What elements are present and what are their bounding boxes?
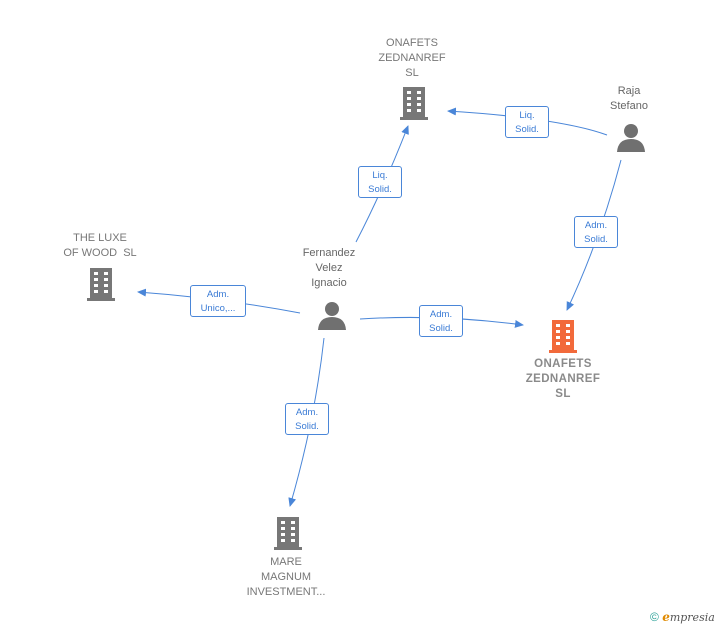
brand-initial: e: [662, 610, 670, 624]
edge-label-line: Adm.: [206, 289, 230, 300]
edge-label-line: Solid.: [429, 323, 453, 334]
edge-label-line: Solid.: [584, 234, 608, 245]
edge-label-line: Solid.: [295, 421, 319, 432]
node-label-mare-magnum[interactable]: MARE MAGNUM INVESTMENT...: [230, 555, 342, 600]
edge-label-raja-to-onafets-focus[interactable]: Adm. Solid.: [574, 216, 618, 248]
label-line: ONAFETS: [534, 358, 592, 370]
label-line: ZEDNANREF: [378, 52, 446, 64]
label-line: MARE: [270, 556, 302, 568]
edge-label-fernandez-to-mare[interactable]: Adm. Solid.: [285, 403, 329, 435]
copyright-symbol: ©: [650, 610, 659, 624]
label-line: MAGNUM: [260, 571, 312, 583]
building-icon[interactable]: [273, 515, 303, 551]
edge-label-raja-to-onafets-top[interactable]: Liq. Solid.: [505, 106, 549, 138]
label-line: Velez: [315, 262, 343, 274]
brand-name: mpresia: [669, 611, 715, 624]
building-icon[interactable]: [399, 85, 429, 121]
person-icon[interactable]: [616, 123, 646, 153]
label-line: Raja: [617, 85, 641, 97]
label-line: SL: [555, 388, 571, 400]
label-line: INVESTMENT...: [246, 586, 326, 598]
edge-label-fernandez-to-onafets-top[interactable]: Liq. Solid.: [358, 166, 402, 198]
label-line: Ignacio: [311, 277, 347, 289]
label-line: Stefano: [610, 100, 648, 112]
brand-watermark: © empresia: [650, 610, 715, 624]
label-line: Fernandez: [302, 247, 356, 259]
node-label-the-luxe[interactable]: THE LUXE OF WOOD SL: [48, 231, 152, 261]
label-line: ZEDNANREF: [525, 373, 601, 385]
label-line: SL: [405, 67, 419, 79]
edge-label-line: Adm.: [295, 407, 319, 418]
edge-label-line: Liq.: [519, 110, 535, 121]
node-label-onafets-focus[interactable]: ONAFETS ZEDNANREF SL: [508, 357, 618, 402]
node-label-raja-stefano[interactable]: Raja Stefano: [596, 84, 662, 114]
edge-label-fernandez-to-onafets-focus[interactable]: Adm. Solid.: [419, 305, 463, 337]
label-line: OF WOOD SL: [63, 247, 137, 259]
edge-label-line: Liq.: [372, 170, 388, 181]
building-icon[interactable]: [86, 266, 116, 302]
edge-label-line: Solid.: [515, 124, 539, 135]
person-icon[interactable]: [317, 301, 347, 331]
label-line: ONAFETS: [386, 37, 438, 49]
edge-label-line: Adm.: [584, 220, 608, 231]
edge-label-fernandez-to-luxe[interactable]: Adm. Unico,...: [190, 285, 246, 317]
node-label-fernandez-velez-ignacio[interactable]: Fernandez Velez Ignacio: [284, 246, 374, 291]
edge-label-line: Adm.: [429, 309, 453, 320]
label-line: THE LUXE: [73, 232, 127, 244]
node-label-onafets-top[interactable]: ONAFETS ZEDNANREF SL: [362, 36, 462, 81]
edge-label-line: Solid.: [368, 184, 392, 195]
edge-label-line: Unico,...: [200, 303, 236, 314]
building-icon[interactable]: [548, 318, 578, 354]
